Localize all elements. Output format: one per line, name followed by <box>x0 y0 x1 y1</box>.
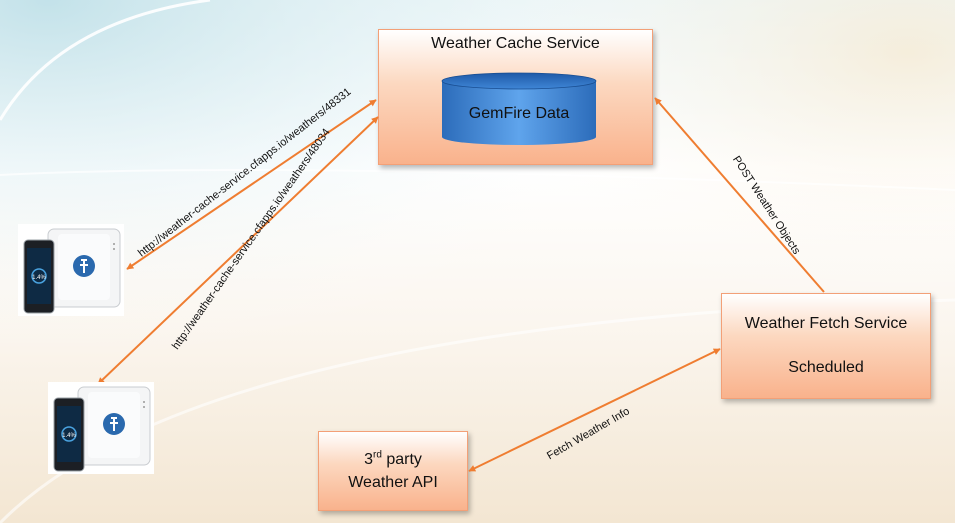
third-party-api-line2: Weather API <box>348 474 438 491</box>
third-party-api-line1: 3rd party <box>364 449 422 468</box>
weather-fetch-service-box: Weather Fetch Service Scheduled <box>721 293 931 399</box>
arrow-post <box>654 97 825 293</box>
svg-text:1.4%: 1.4% <box>62 433 76 439</box>
arrow-cache-device2 <box>97 116 379 385</box>
smart-device-phone-icon: 1.4% <box>48 382 154 474</box>
arrow-fetch <box>468 348 721 472</box>
smart-device-phone-icon: 1.4% <box>18 224 124 316</box>
weather-fetch-service-title: Weather Fetch Service <box>744 315 908 332</box>
svg-text:1.4%: 1.4% <box>32 275 46 281</box>
third-party-api-box: 3rd party Weather API <box>318 431 468 511</box>
database-cylinder-icon <box>441 72 597 145</box>
weather-cache-service-title: Weather Cache Service <box>431 35 600 52</box>
gemfire-data-label: GemFire Data <box>468 105 570 122</box>
weather-fetch-service-subtitle: Scheduled <box>788 359 864 376</box>
